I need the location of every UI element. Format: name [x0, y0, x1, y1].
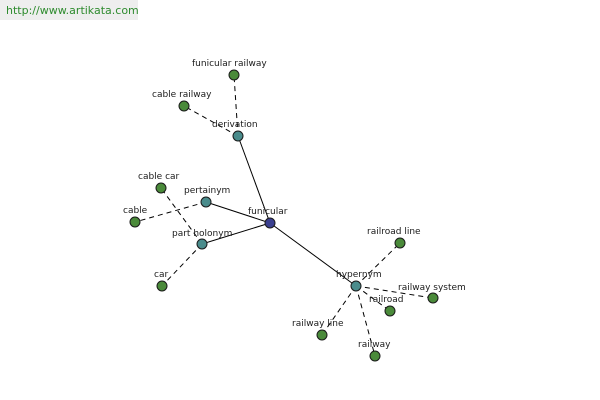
relation-label-hypernym: hypernym [336, 270, 382, 280]
site-url-link[interactable]: http://www.artikata.com [6, 4, 139, 17]
relation-node-part-holonym[interactable] [196, 238, 208, 250]
leaf-label-funicular-railway: funicular railway [192, 59, 267, 69]
edge-railroad [355, 285, 391, 312]
leaf-label-cable-railway: cable railway [152, 90, 212, 100]
relation-label-pertainym: pertainym [184, 186, 230, 196]
relation-label-derivation: derivation [212, 120, 258, 130]
edge-cable_car [160, 187, 203, 245]
edge-cable [134, 201, 207, 223]
leaf-node-funicular-railway[interactable] [228, 69, 240, 81]
leaf-label-car: car [154, 270, 168, 280]
edge-car [161, 243, 203, 287]
leaf-label-cable: cable [123, 206, 148, 216]
leaf-node-railway[interactable] [369, 350, 381, 362]
leaf-node-railroad[interactable] [384, 305, 396, 317]
edge-hypernym [269, 222, 357, 287]
edge-railroad_line [355, 242, 401, 287]
relation-label-part-holonym: part holonym [172, 229, 232, 239]
leaf-node-car[interactable] [156, 280, 168, 292]
relation-node-derivation[interactable] [232, 130, 244, 142]
leaf-label-railway-system: railway system [398, 283, 466, 293]
leaf-node-railway-line[interactable] [316, 329, 328, 341]
relation-node-hypernym[interactable] [350, 280, 362, 292]
leaf-node-cable-car[interactable] [155, 182, 167, 194]
leaf-node-railway-system[interactable] [427, 292, 439, 304]
leaf-label-railway: railway [358, 340, 391, 350]
center-label-funicular: funicular [248, 207, 288, 217]
leaf-label-railroad-line: railroad line [367, 227, 421, 237]
edge-part_holonym [201, 222, 271, 245]
edge-railway [355, 285, 376, 357]
leaf-node-cable-railway[interactable] [178, 100, 190, 112]
center-node-funicular[interactable] [264, 217, 276, 229]
edge-pertainym [205, 201, 271, 224]
edge-railway_system [355, 285, 434, 299]
relation-node-pertainym[interactable] [200, 196, 212, 208]
leaf-node-cable[interactable] [129, 216, 141, 228]
edge-derivation [237, 135, 271, 224]
edge-railway_line [321, 285, 357, 336]
leaf-label-railway-line: railway line [292, 319, 344, 329]
edge-funicular_railway [233, 74, 239, 137]
edge-cable_railway [183, 105, 239, 137]
url-banner: http://www.artikata.com [0, 0, 139, 20]
leaf-node-railroad-line[interactable] [394, 237, 406, 249]
leaf-label-railroad: railroad [369, 295, 403, 305]
leaf-label-cable-car: cable car [138, 172, 180, 182]
